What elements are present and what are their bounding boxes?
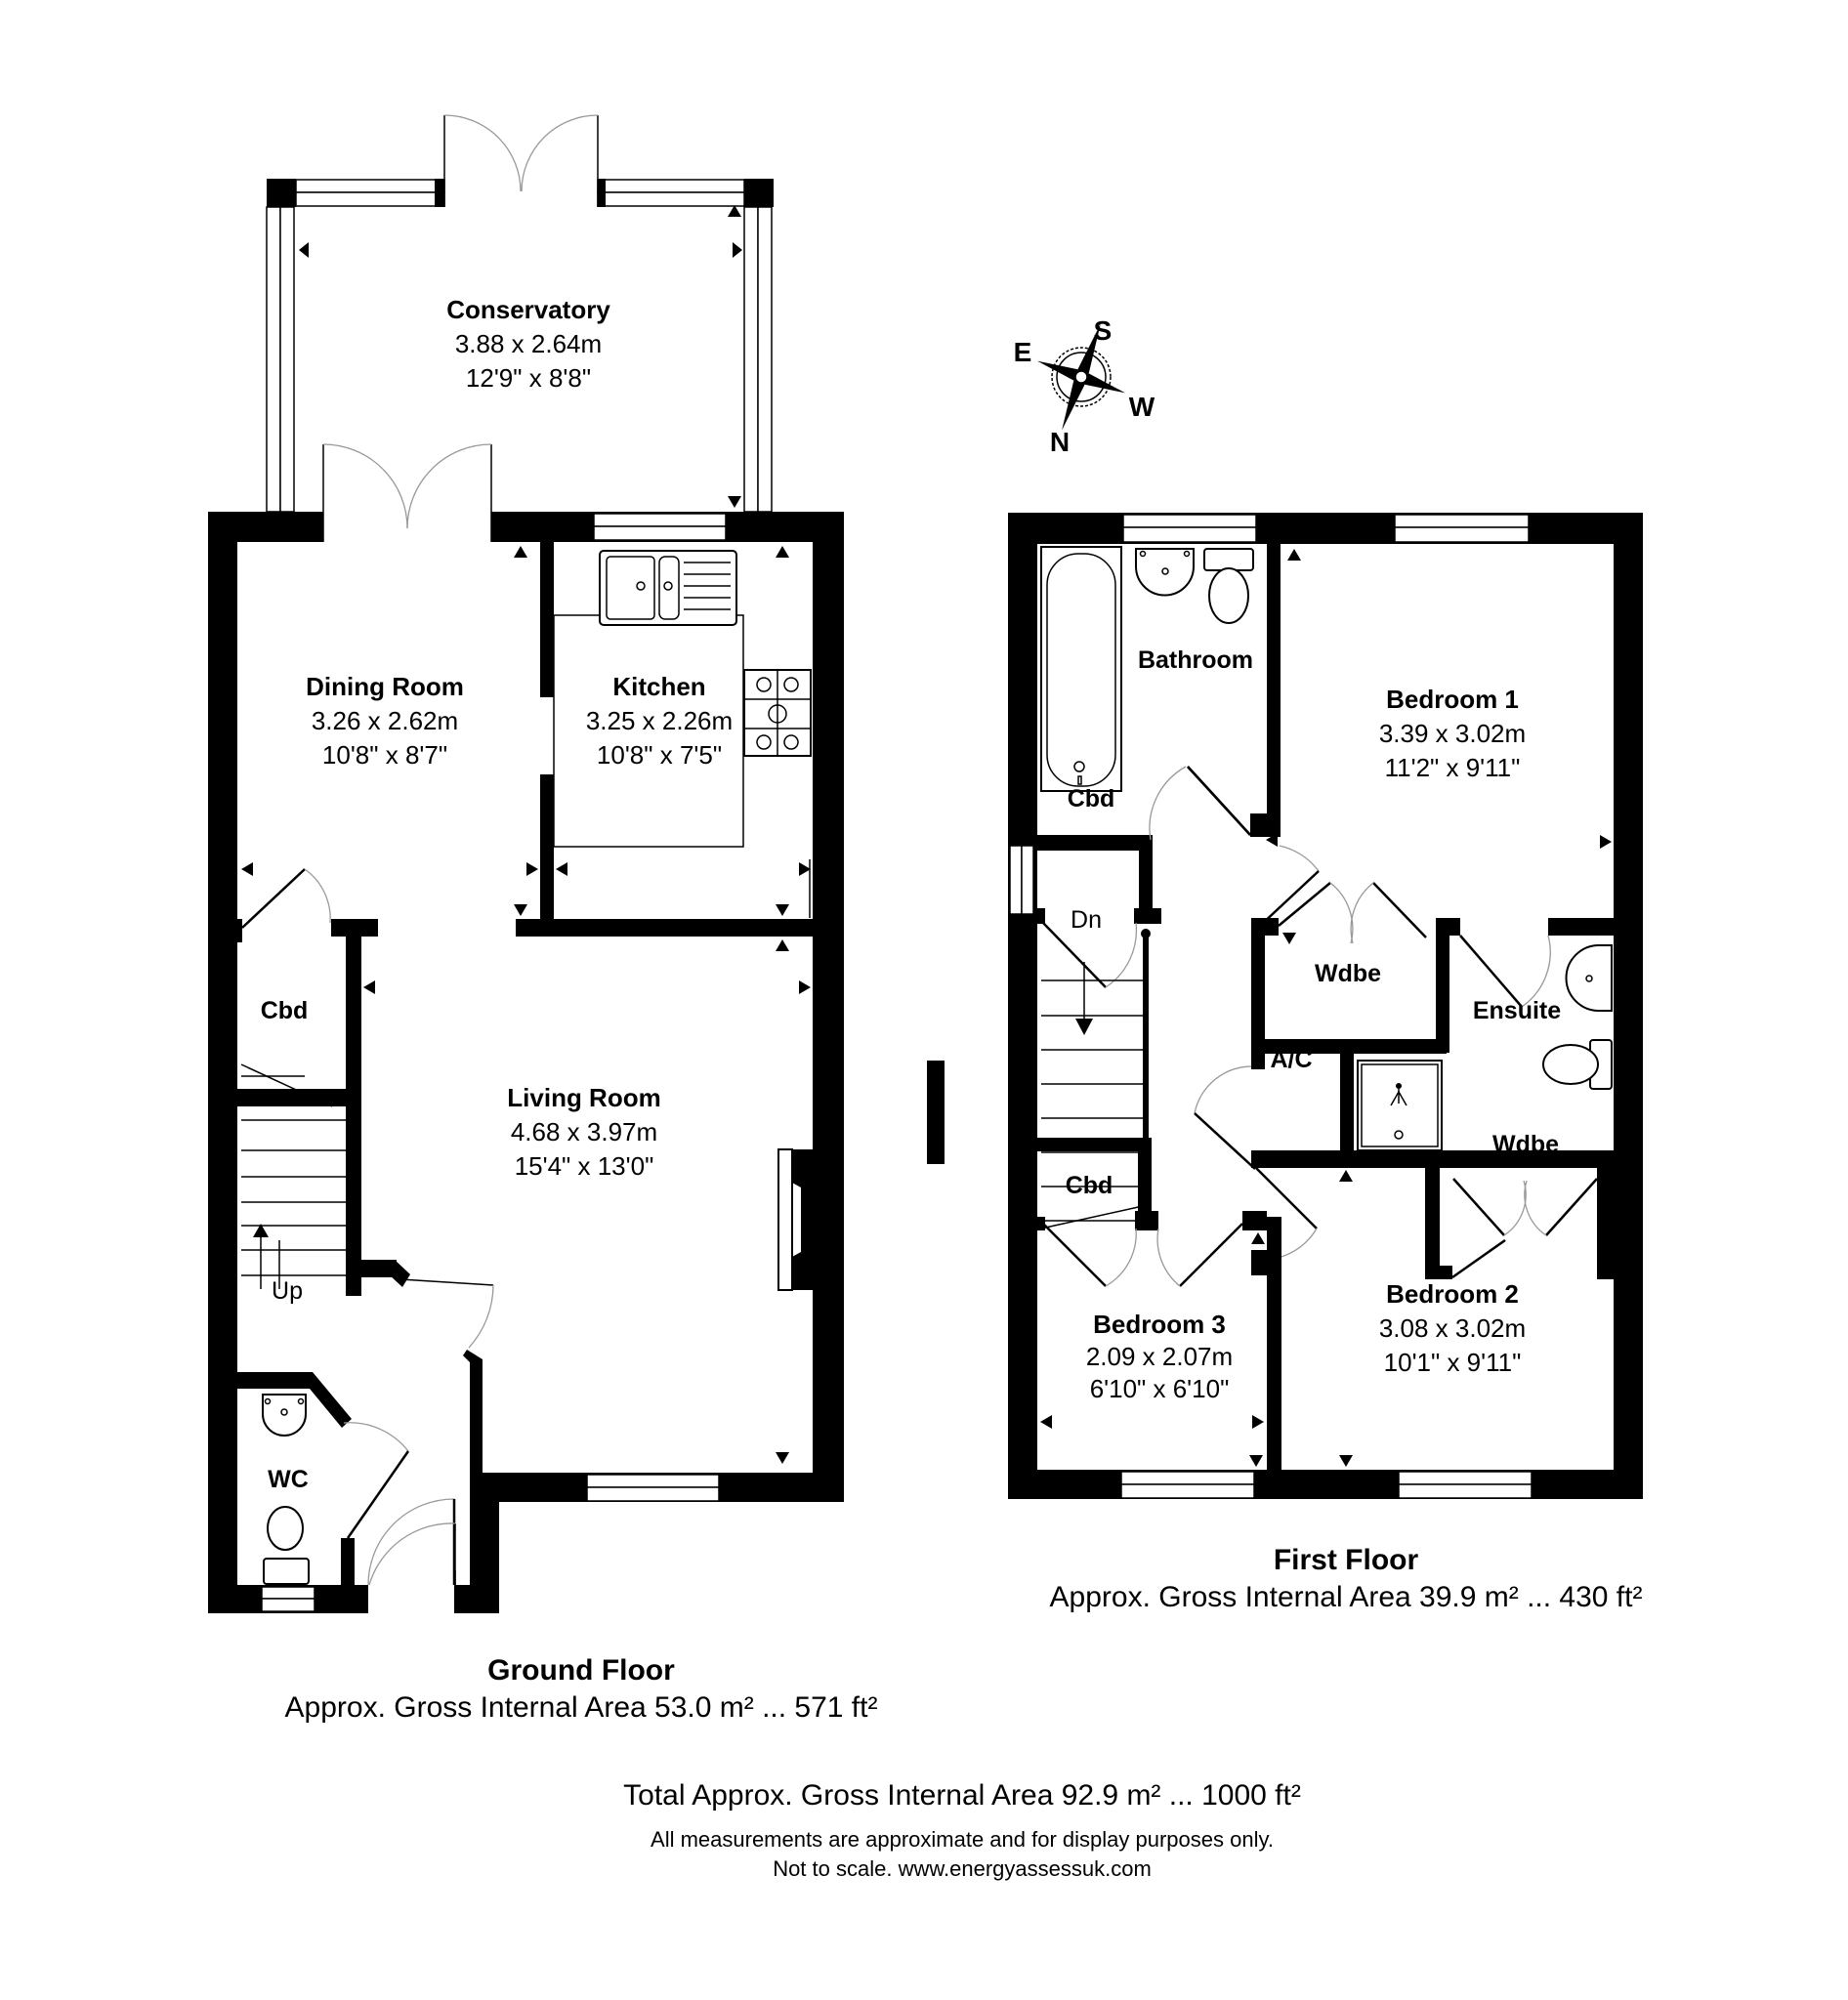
footer: Total Approx. Gross Internal Area 92.9 m… (623, 1779, 1301, 1881)
kitchen-label: Kitchen (612, 672, 705, 701)
dining-room-imperial: 10'8" x 8'7" (322, 740, 447, 770)
dining-room-french-door (322, 443, 492, 542)
bedroom2-label: Bedroom 2 (1386, 1279, 1519, 1309)
compass-south-label: S (1094, 315, 1113, 346)
bedroom3-imperial: 6'10" x 6'10" (1090, 1374, 1230, 1403)
living-room-imperial: 15'4" x 13'0" (515, 1151, 654, 1181)
first-floor-area: Approx. Gross Internal Area 39.9 m² ... … (1050, 1581, 1643, 1613)
living-room-label: Living Room (507, 1083, 660, 1112)
living-room-dimension-ticks (363, 980, 811, 1464)
bedroom3-metric: 2.09 x 2.07m (1086, 1342, 1233, 1371)
ensuite-label: Ensuite (1473, 997, 1561, 1024)
fireplace (777, 1148, 813, 1291)
ground-floor-walls (208, 512, 844, 1613)
first-floor-title: First Floor (1274, 1544, 1419, 1576)
conservatory-metric: 3.88 x 2.64m (455, 329, 602, 358)
wardrobe1-label: Wdbe (1315, 960, 1381, 987)
conservatory-imperial: 12'9" x 8'8" (466, 363, 591, 393)
bedroom1-metric: 3.39 x 3.02m (1379, 719, 1526, 748)
wc-fixtures (262, 1394, 310, 1585)
conservatory-label: Conservatory (446, 295, 610, 324)
kitchen-partition (241, 542, 813, 951)
ground-floor-title: Ground Floor (487, 1654, 675, 1687)
compass-north-label: N (1050, 427, 1070, 457)
disclaimer-line1: All measurements are approximate and for… (651, 1827, 1274, 1852)
kitchen-imperial: 10'8" x 7'5" (597, 740, 722, 770)
wardrobe2-label: Wdbe (1492, 1131, 1559, 1158)
bedroom2-metric: 3.08 x 3.02m (1379, 1313, 1526, 1343)
bedroom3-label: Bedroom 3 (1093, 1310, 1226, 1339)
stairs-up-arrow-icon (253, 1224, 269, 1237)
total-area: Total Approx. Gross Internal Area 92.9 m… (623, 1779, 1301, 1812)
first-floor-plan: Bathroom Bedroom 1 3.39 x 3.02m 11'2" x … (1008, 513, 1643, 1613)
kitchen-metric: 3.25 x 2.26m (586, 706, 733, 735)
hall-structure (237, 868, 494, 1586)
compass-west-label: W (1129, 392, 1155, 422)
compass-icon: S E W N (1014, 315, 1155, 457)
ground-floor-area: Approx. Gross Internal Area 53.0 m² ... … (285, 1691, 878, 1724)
bedroom2-imperial: 10'1" x 9'11" (1384, 1348, 1522, 1377)
ground-cupboard-label: Cbd (261, 997, 309, 1024)
compass-east-label: E (1014, 337, 1032, 367)
floor-separator-mark (927, 1061, 945, 1164)
bedroom1-imperial: 11'2" x 9'11" (1385, 753, 1521, 782)
stairs-down-label: Dn (1071, 906, 1102, 934)
airing-cupboard-label: A/C (1270, 1046, 1312, 1073)
living-room-metric: 4.68 x 3.97m (511, 1117, 657, 1146)
stairs-down-arrow-icon (1075, 1019, 1093, 1035)
conservatory-structure (266, 114, 774, 513)
wc-label: WC (268, 1466, 309, 1493)
first-cupboard2-label: Cbd (1066, 1172, 1113, 1199)
first-cupboard1-label: Cbd (1068, 785, 1115, 812)
bedroom1-label: Bedroom 1 (1386, 685, 1519, 714)
dining-room-metric: 3.26 x 2.62m (312, 706, 458, 735)
ground-floor-plan: Conservatory 3.88 x 2.64m 12'9" x 8'8" D… (208, 114, 878, 1724)
dining-room-label: Dining Room (306, 672, 464, 701)
disclaimer-line2: Not to scale. www.energyassessuk.com (773, 1856, 1152, 1881)
stairs-up-label: Up (272, 1277, 303, 1305)
bathroom-label: Bathroom (1138, 646, 1253, 674)
